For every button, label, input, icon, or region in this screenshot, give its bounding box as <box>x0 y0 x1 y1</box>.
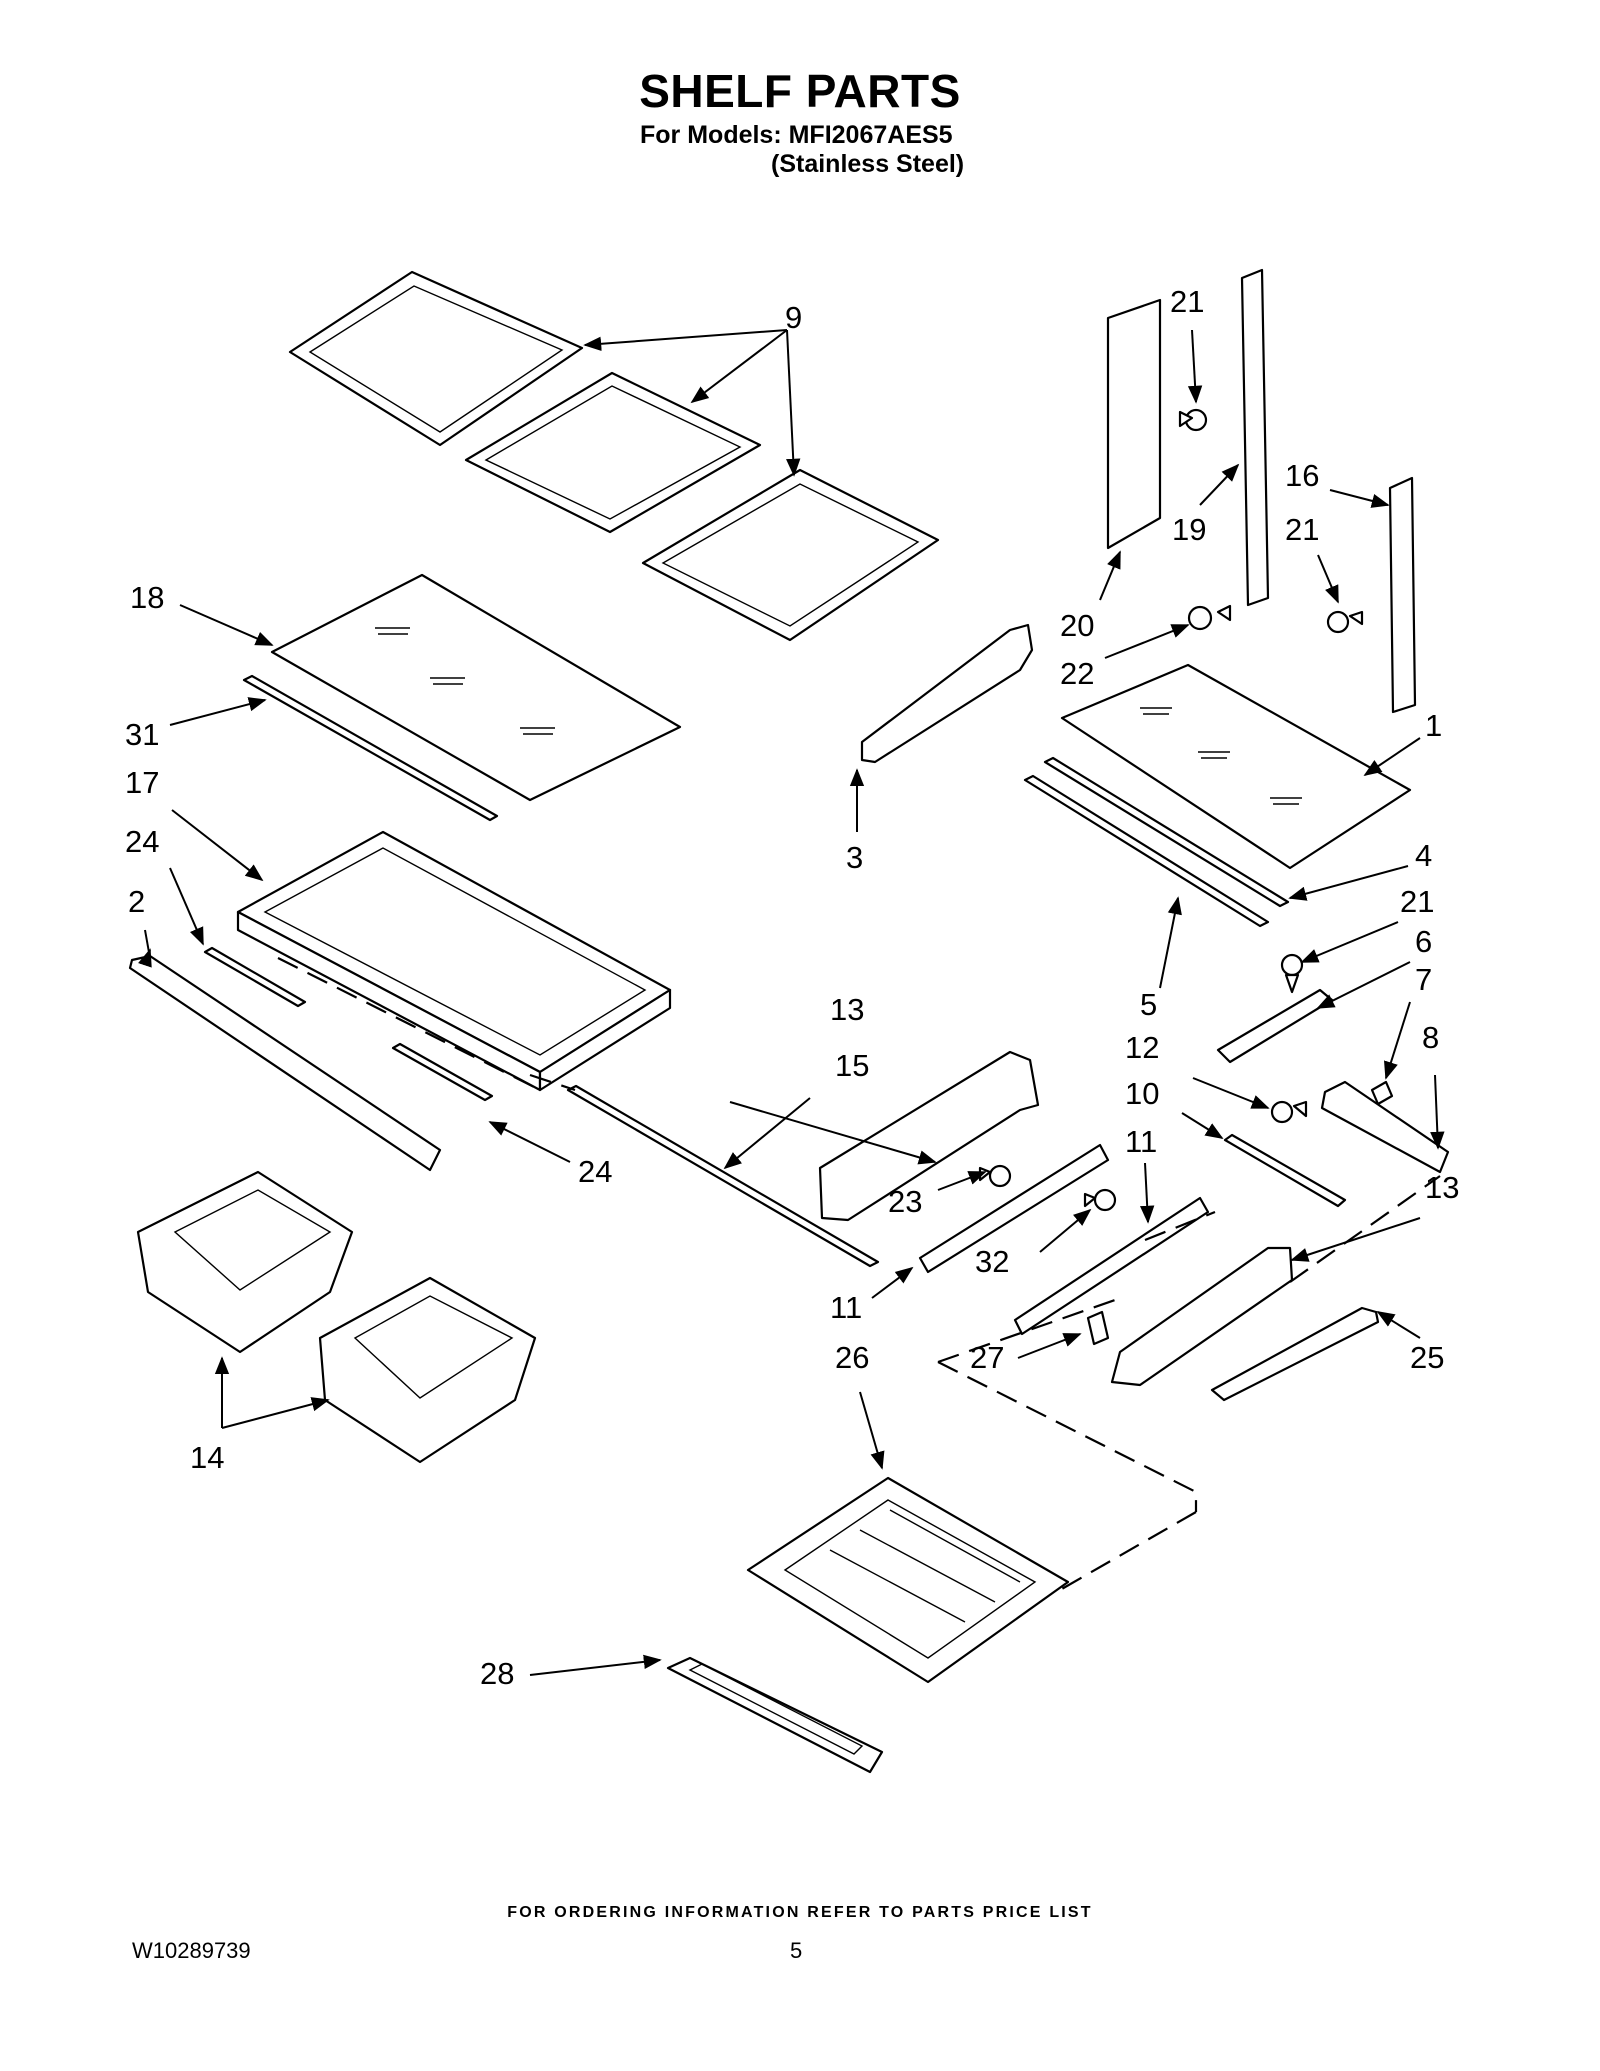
part-22-screw <box>1187 604 1232 631</box>
part-32-screw <box>1083 1188 1117 1212</box>
callout-21: 21 <box>1400 884 1434 919</box>
finish-line: (Stainless Steel) <box>771 150 965 178</box>
models-line: For Models: MFI2067AES5 <box>640 121 953 149</box>
part-13-end-cap-upper <box>818 1050 1040 1222</box>
callout-26: 26 <box>835 1340 869 1375</box>
part-23-screw <box>978 1164 1012 1188</box>
part-28-handle <box>666 1656 884 1774</box>
callout-32: 32 <box>975 1244 1009 1279</box>
callout-5: 5 <box>1140 987 1157 1022</box>
callout-21: 21 <box>1170 284 1204 319</box>
leader-lines <box>138 329 1445 1676</box>
part-18-glass-shelf <box>270 573 682 802</box>
callout-24: 24 <box>578 1154 612 1189</box>
callout-3: 3 <box>846 840 863 875</box>
callout-1: 1 <box>1425 708 1442 743</box>
callout-6: 6 <box>1415 924 1432 959</box>
callout-28: 28 <box>480 1656 514 1691</box>
callout-labels: 9 21 16 19 21 18 20 22 31 1 17 24 3 4 2 … <box>125 284 1459 1691</box>
part-21-screw-upper <box>1178 408 1208 432</box>
ordering-note: FOR ORDERING INFORMATION REFER TO PARTS … <box>507 1904 1093 1921</box>
callout-13: 13 <box>830 992 864 1027</box>
callout-27: 27 <box>970 1340 1004 1375</box>
dashed-connector-lines <box>277 957 1441 1591</box>
part-21-screw-right <box>1326 610 1364 634</box>
callout-11: 11 <box>1125 1124 1157 1159</box>
part-12-screw <box>1270 1100 1308 1124</box>
page-number: 5 <box>790 1938 803 1963</box>
callout-12: 12 <box>1125 1030 1159 1065</box>
part-5-trim <box>1023 774 1270 928</box>
part-26-pan <box>746 1476 1070 1684</box>
part-17-slide-out-shelf-frame <box>236 830 672 1092</box>
callout-14: 14 <box>190 1440 224 1475</box>
part-1-glass-shelf <box>1060 663 1412 870</box>
callout-20: 20 <box>1060 608 1094 643</box>
callout-17: 17 <box>125 765 159 800</box>
part-15-trim-strip <box>566 1084 880 1268</box>
part-25-handle-bar <box>1210 1306 1380 1402</box>
callout-7: 7 <box>1415 962 1432 997</box>
model-info: For Models: MFI2067AES5 (Stainless Steel… <box>640 121 964 179</box>
callout-11: 11 <box>830 1290 862 1325</box>
callout-15: 15 <box>835 1048 869 1083</box>
callout-31: 31 <box>125 717 159 752</box>
callout-16: 16 <box>1285 458 1319 493</box>
part-24-slide-upper <box>203 946 307 1008</box>
part-31-shelf-trim <box>242 674 499 822</box>
callout-9: 9 <box>785 300 802 335</box>
callout-23: 23 <box>888 1184 922 1219</box>
part-11-slide-left <box>918 1143 1110 1274</box>
part-24-slide-lower <box>391 1042 494 1102</box>
callout-4: 4 <box>1415 838 1432 873</box>
callout-19: 19 <box>1172 512 1206 547</box>
callout-10: 10 <box>1125 1076 1159 1111</box>
callout-22: 22 <box>1060 656 1094 691</box>
part-14-crisper-drawers <box>136 1170 537 1464</box>
callout-24: 24 <box>125 824 159 859</box>
callout-25: 25 <box>1410 1340 1444 1375</box>
part-4-trim <box>1043 756 1290 908</box>
part-8-slide <box>1320 1080 1450 1174</box>
part-7-clip <box>1370 1080 1394 1106</box>
callout-18: 18 <box>130 580 164 615</box>
callout-13: 13 <box>1425 1170 1459 1205</box>
part-16-shelf-rail-right <box>1388 476 1417 714</box>
callout-2: 2 <box>128 884 145 919</box>
part-20-shelf-rail-left <box>1106 298 1162 550</box>
part-19-shelf-rail-center <box>1240 268 1270 607</box>
part-10-slide <box>1223 1133 1347 1208</box>
callout-8: 8 <box>1422 1020 1439 1055</box>
part-27-clip <box>1086 1310 1110 1346</box>
document-number: W10289739 <box>132 1938 251 1963</box>
part-21-screw-lower <box>1280 953 1304 994</box>
part-11-slide-right <box>1013 1196 1210 1336</box>
part-6-bracket <box>1216 988 1334 1064</box>
part-9-shelf-frames <box>288 270 940 642</box>
callout-21: 21 <box>1285 512 1319 547</box>
part-3-door-bin <box>860 623 1034 764</box>
page-title: SHELF PARTS <box>639 65 961 117</box>
